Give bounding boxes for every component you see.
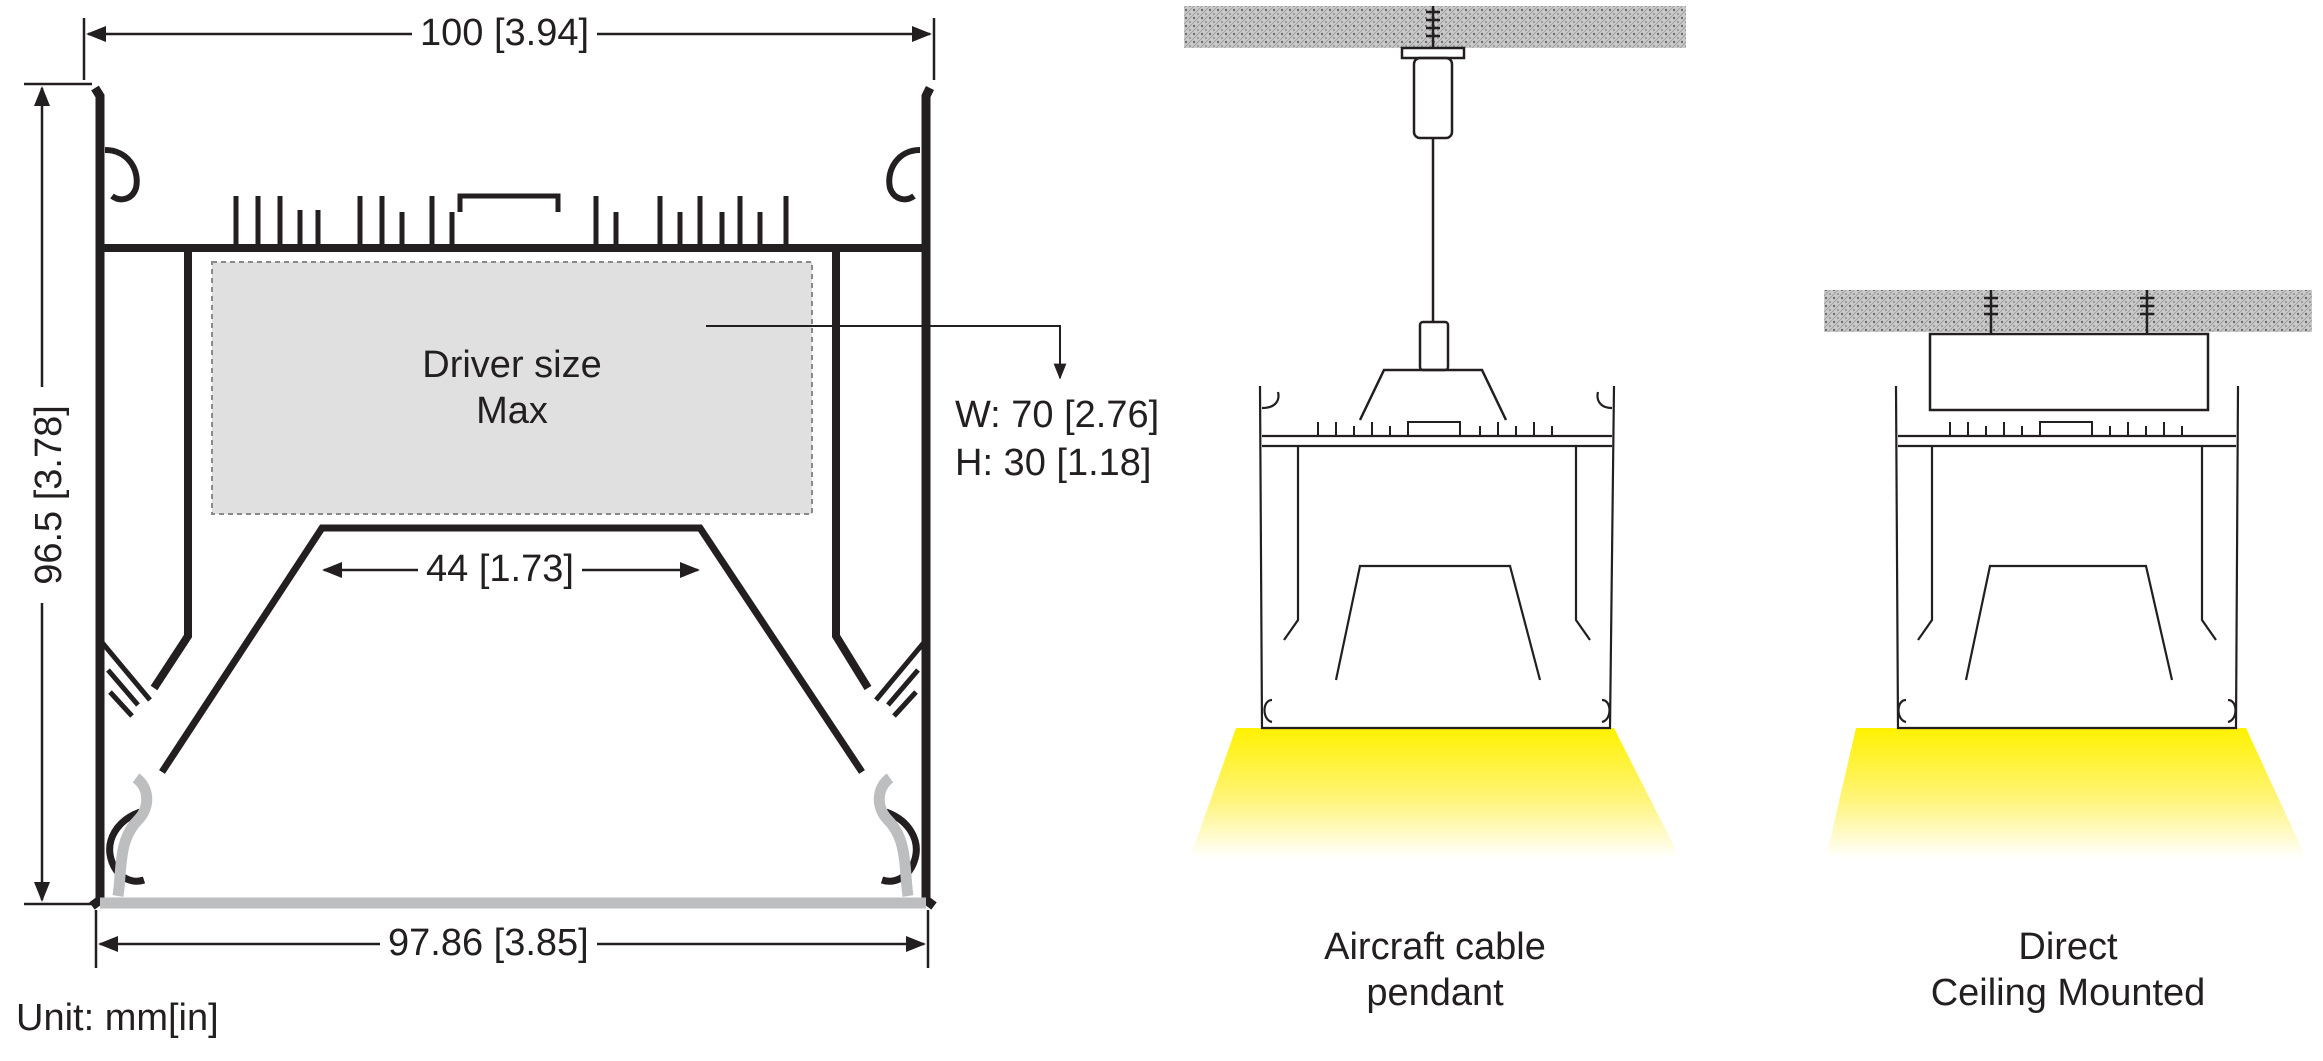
- right-groove: [874, 638, 928, 718]
- right-top-hook: [886, 147, 921, 203]
- ceiling-slab: [1824, 290, 2312, 332]
- ceiling-caption-line2: Ceiling Mounted: [1930, 972, 2206, 1014]
- ceiling-screw-icon-right: [2140, 290, 2154, 334]
- left-groove: [98, 638, 152, 718]
- pendant-fins: [1317, 421, 1553, 436]
- pendant-illustration: [1184, 6, 1686, 858]
- left-top-hook: [104, 147, 140, 203]
- driver-size-line1: Driver size: [422, 344, 602, 386]
- profile-cross-section: [89, 85, 937, 910]
- top-width-label: 100 [3.94]: [412, 10, 598, 56]
- ceiling-fins: [1949, 421, 2183, 436]
- ceiling-profile: [1894, 385, 2240, 730]
- driver-leader: [706, 325, 1067, 380]
- pendant-caption-line2: pendant: [1366, 972, 1504, 1014]
- ceiling-screw-icon-left: [1984, 290, 1998, 334]
- pendant-screw-icon: [1426, 6, 1440, 48]
- bottom-width-label: 97.86 [3.85]: [380, 920, 597, 966]
- pendant-gripper-lower: [1418, 320, 1450, 372]
- driver-height-label: H: 30 [1.18]: [955, 442, 1152, 484]
- right-bottom-clip: [880, 808, 920, 885]
- ceiling-caption: Direct Ceiling Mounted: [1868, 924, 2268, 1016]
- ceiling-light-beam: [1826, 728, 2306, 858]
- ceiling-mounted-illustration: [1824, 290, 2312, 858]
- pendant-canopy: [1400, 46, 1466, 60]
- height-label: 96.5 [3.78]: [26, 387, 72, 603]
- right-inner-wall: [832, 252, 872, 691]
- pendant-profile: [1258, 385, 1616, 730]
- heatsink-fins: [233, 193, 789, 248]
- reflector: [159, 524, 865, 774]
- pendant-caption-line1: Aircraft cable: [1324, 926, 1546, 968]
- pendant-caption: Aircraft cable pendant: [1235, 924, 1635, 1016]
- right-outer-wall: [921, 85, 937, 910]
- pendant-light-beam: [1190, 728, 1680, 858]
- left-bottom-clip: [106, 808, 146, 885]
- ceiling-caption-line1: Direct: [2018, 926, 2118, 968]
- unit-label: Unit: mm[in]: [16, 997, 219, 1039]
- diffuser: [100, 773, 926, 909]
- left-outer-wall: [89, 85, 105, 910]
- driver-size-line2: Max: [476, 390, 548, 432]
- pendant-gripper: [1412, 56, 1454, 140]
- driver-box: [211, 261, 813, 515]
- ceiling-mounting-bracket: [1928, 332, 2210, 412]
- driver-size-label: Driver size Max: [362, 342, 662, 434]
- pendant-bracket: [1358, 368, 1508, 421]
- driver-width-label: W: 70 [2.76]: [955, 394, 1160, 436]
- inner-width-label: 44 [1.73]: [418, 546, 582, 592]
- left-inner-wall: [150, 252, 192, 691]
